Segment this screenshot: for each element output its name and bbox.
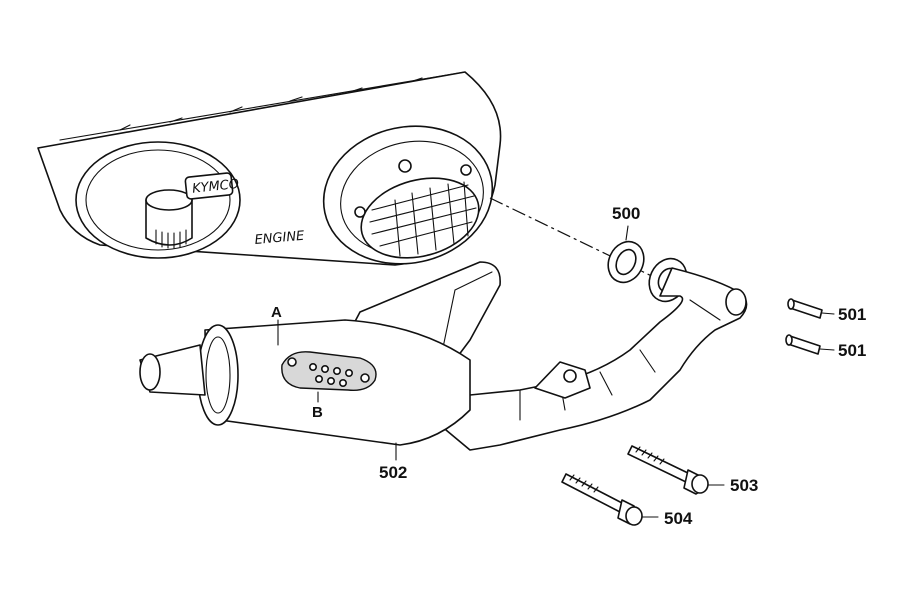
kymco-logo: KYMCO [184,172,240,200]
bolt-501-lower [785,334,835,355]
bolt-503 [627,445,725,495]
gasket-500 [607,225,645,284]
part-number-501-lower: 501 [838,341,866,360]
label-a: A [271,304,282,321]
logo-text: KYMCO [191,177,239,197]
part-number-502: 502 [379,463,407,482]
bolt-501-upper [787,298,835,319]
heat-shield-plate [281,351,377,391]
fan-grille [354,159,480,259]
muffler-502 [139,261,501,461]
exhaust-pipe [439,257,748,451]
part-number-503: 503 [730,476,758,495]
part-number-500: 500 [612,204,640,223]
engine-case: KYMCO ENGINE [37,71,502,266]
engine-label: ENGINE [254,229,306,248]
part-number-504: 504 [664,509,693,528]
label-b: B [312,404,323,421]
part-number-501-upper: 501 [838,305,866,324]
bolt-504 [561,473,659,526]
drive-shaft [145,189,193,249]
